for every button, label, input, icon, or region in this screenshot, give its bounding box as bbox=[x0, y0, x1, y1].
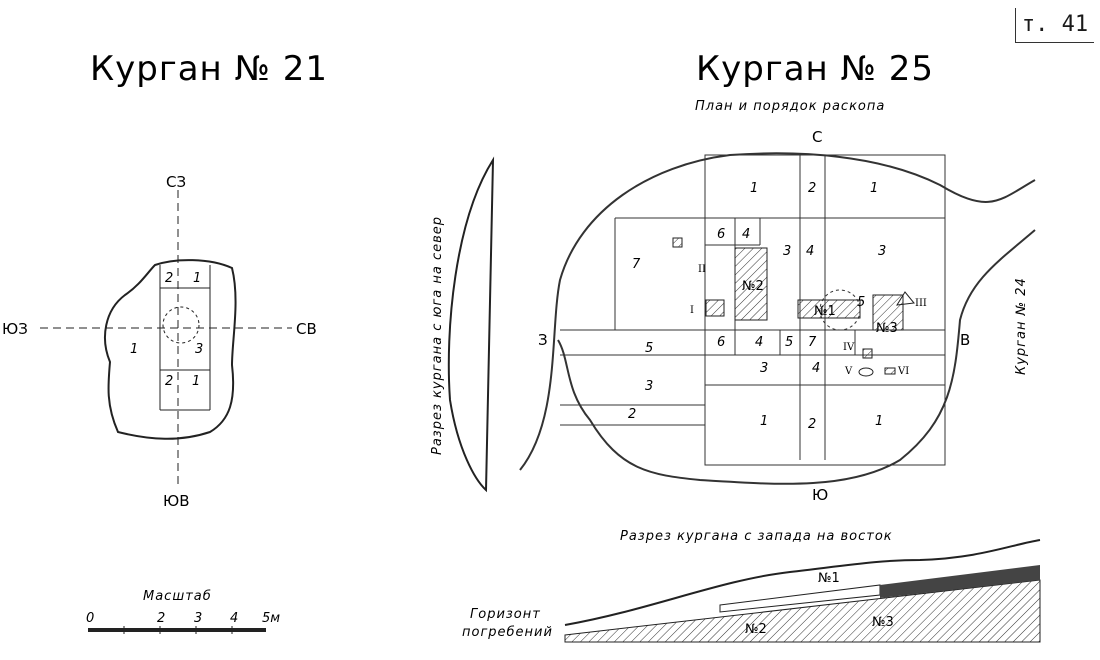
svg-text:7: 7 bbox=[808, 335, 817, 350]
kurgan-21-title: Курган № 21 bbox=[90, 49, 328, 89]
find-label: V bbox=[844, 366, 853, 377]
k21-dir-west: ЮЗ bbox=[2, 320, 28, 338]
burial-label-2: №2 bbox=[742, 279, 764, 294]
mound-outline bbox=[104, 259, 237, 440]
k21-num: 3 bbox=[195, 342, 203, 357]
svg-text:1: 1 bbox=[875, 414, 883, 429]
scale-bar: Масштаб 0 2 3 4 5м bbox=[86, 589, 280, 634]
k21-num: 2 bbox=[165, 271, 173, 286]
svg-text:3: 3 bbox=[760, 361, 768, 376]
svg-text:4: 4 bbox=[742, 227, 750, 242]
k21-dir-south: ЮВ bbox=[163, 492, 189, 510]
find-label: IV bbox=[843, 342, 855, 353]
k21-dir-north: СЗ bbox=[166, 173, 186, 191]
svg-text:3: 3 bbox=[783, 244, 791, 259]
plate-number: т. 41 bbox=[1015, 8, 1094, 43]
scale-tick: 0 bbox=[86, 611, 94, 626]
k25-dir-west: З bbox=[538, 331, 548, 349]
scale-title: Масштаб bbox=[143, 589, 212, 604]
svg-text:5: 5 bbox=[785, 335, 793, 350]
svg-text:3: 3 bbox=[878, 244, 886, 259]
burial-1 bbox=[797, 299, 861, 319]
svg-text:3: 3 bbox=[645, 379, 653, 394]
k25-square-numbers: 1 2 1 6 4 3 4 3 7 6 4 5 7 5 3 4 3 2 1 2 … bbox=[628, 181, 886, 432]
ew-burial-label: №1 bbox=[818, 571, 840, 586]
scale-tick: 4 bbox=[230, 611, 238, 626]
k21-num: 1 bbox=[130, 342, 138, 357]
k21-num: 1 bbox=[193, 271, 201, 286]
svg-text:5: 5 bbox=[857, 295, 865, 310]
horizon-label: Горизонт bbox=[470, 607, 541, 622]
burial-label-1: №1 bbox=[814, 304, 836, 319]
ew-burial-label: №2 bbox=[745, 622, 767, 637]
k21-dir-east: СВ bbox=[296, 320, 317, 338]
ew-section-title: Разрез кургана с запада на восток bbox=[620, 529, 893, 544]
k21-num: 1 bbox=[192, 374, 200, 389]
svg-text:5: 5 bbox=[645, 341, 653, 356]
svg-text:1: 1 bbox=[870, 181, 878, 196]
burial-label-3: №3 bbox=[876, 321, 898, 336]
svg-text:1: 1 bbox=[760, 414, 768, 429]
find-label: I bbox=[690, 305, 694, 316]
ew-burial-label: №3 bbox=[872, 615, 894, 630]
ns-section-profile bbox=[447, 156, 495, 493]
svg-text:6: 6 bbox=[717, 335, 725, 350]
find-label: VI bbox=[897, 366, 909, 377]
find-label: III bbox=[915, 298, 927, 309]
svg-text:4: 4 bbox=[812, 361, 820, 376]
kurgan-25-title: Курган № 25 bbox=[696, 49, 934, 89]
burials bbox=[672, 237, 915, 377]
burial-2 bbox=[734, 247, 768, 321]
find-label: II bbox=[698, 264, 706, 275]
pit-circle bbox=[162, 306, 200, 344]
svg-text:4: 4 bbox=[755, 335, 763, 350]
kurgan-25-subtitle: План и порядок раскопа bbox=[695, 99, 885, 114]
k21-num: 2 bbox=[165, 374, 173, 389]
scale-tick: 2 bbox=[157, 611, 165, 626]
scale-tick: 5м bbox=[262, 611, 280, 626]
kurgan-21-plan bbox=[40, 190, 292, 485]
ns-section-label: Разрез кургана с юга на север bbox=[430, 216, 445, 455]
svg-text:7: 7 bbox=[632, 257, 641, 272]
ew-section-profile bbox=[564, 539, 1041, 643]
k25-dir-east: В bbox=[960, 331, 970, 349]
horizon-label: погребений bbox=[462, 625, 553, 640]
burial-3 bbox=[872, 294, 904, 331]
kurgan-25-grid bbox=[519, 152, 1036, 485]
scale-tick: 3 bbox=[194, 611, 202, 626]
k25-dir-north: С bbox=[812, 128, 822, 146]
svg-text:4: 4 bbox=[806, 244, 814, 259]
svg-text:2: 2 bbox=[808, 417, 816, 432]
svg-text:6: 6 bbox=[717, 227, 725, 242]
svg-text:2: 2 bbox=[808, 181, 816, 196]
k25-dir-south: Ю bbox=[812, 486, 828, 504]
neighbor-kurgan-label: Курган № 24 bbox=[1014, 277, 1029, 375]
svg-text:1: 1 bbox=[750, 181, 758, 196]
svg-text:2: 2 bbox=[628, 407, 636, 422]
